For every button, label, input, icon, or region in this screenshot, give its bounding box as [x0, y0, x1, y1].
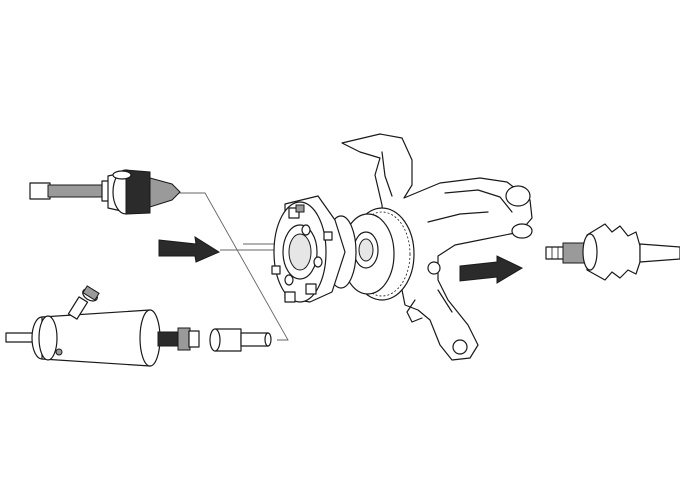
wheel-bearing [341, 207, 415, 301]
drive-shaft [545, 223, 680, 281]
drift-bolt-tool [29, 169, 181, 215]
install-arrow [158, 236, 221, 263]
hydraulic-press-tool [5, 285, 200, 367]
wheel-hub [271, 195, 357, 303]
remove-arrow [459, 255, 524, 284]
wheel-stud-group [271, 204, 333, 303]
press-adapter-sleeve [209, 328, 272, 352]
